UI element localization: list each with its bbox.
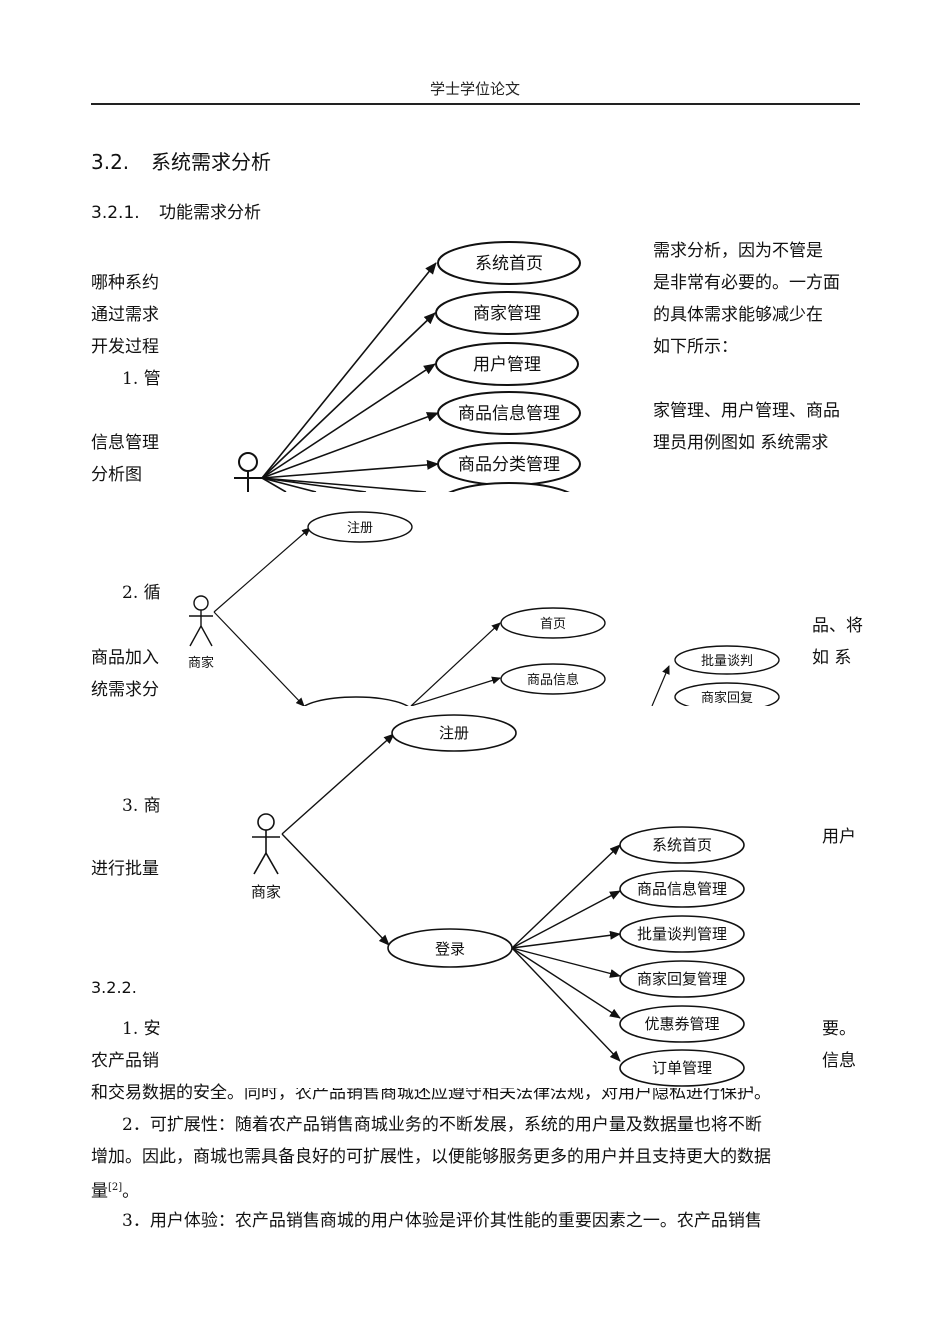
header-rule	[91, 103, 860, 105]
use-case-oval	[619, 826, 745, 864]
body-text: 要。	[822, 1019, 856, 1039]
body-text: 家管理、用户管理、商品	[653, 401, 840, 421]
list-item-label: 1. 安	[122, 1019, 161, 1039]
use-case-label: 批量谈判	[701, 654, 753, 669]
list-item-label: 2. 循	[122, 583, 161, 603]
section-title: 系统需求分析	[151, 150, 271, 174]
body-text: 商品加入	[91, 648, 159, 668]
admin-use-case-diagram: 系统首页 商家管理 用户管理 商品信息管理 商品分类管理	[226, 236, 600, 492]
use-case-label: 用户管理	[473, 355, 541, 375]
register-label: 注册	[439, 724, 469, 742]
use-case-oval	[674, 682, 780, 706]
body-text: 农产品销	[91, 1051, 159, 1071]
actor-figure	[189, 595, 213, 647]
section-heading: 3.2. 系统需求分析	[91, 146, 271, 175]
body-text: 理员用例图如 系统需求	[653, 433, 829, 453]
use-case-label: 系统首页	[652, 836, 712, 854]
body-text: 增加。因此，商城也需具备良好的可扩展性，以便能够服务更多的用户并且支持更大的数据	[91, 1147, 771, 1167]
body-text: 2．可扩展性：随着农产品销售商城业务的不断发展，系统的用户量及数据量也将不断	[122, 1115, 762, 1135]
body-text: 开发过程	[91, 337, 159, 357]
use-case-oval	[435, 291, 579, 335]
use-case-oval	[619, 870, 745, 908]
use-case-label: 商品分类管理	[458, 455, 560, 475]
use-case-oval	[619, 915, 745, 953]
body-text: 分析图	[91, 465, 142, 485]
body-text: 的具体需求能够减少在	[653, 305, 823, 325]
login-label: 登录	[435, 940, 465, 958]
use-case-label: 商品信息管理	[458, 404, 560, 424]
subsection2-number: 3.2.2.	[91, 978, 137, 997]
citation-ref: [2]	[108, 1182, 123, 1193]
register-oval	[307, 511, 413, 543]
body-text: 是非常有必要的。一方面	[653, 273, 840, 293]
merchant-use-case-diagram: 商家 注册 登录 系统首页 商品信息管理 批量	[240, 706, 750, 1088]
subsection-heading: 3.2.1. 功能需求分析	[91, 198, 261, 223]
register-label: 注册	[347, 521, 373, 536]
body-text: 。	[122, 1181, 140, 1202]
body-text: 进行批量	[91, 859, 159, 879]
use-case-label: 商家回复	[701, 690, 753, 706]
merchant-use-case-diagram-small: 商家 注册 首页 商品信息 批量谈判 商家回复	[176, 506, 790, 706]
use-case-oval	[500, 607, 606, 639]
use-case-label: 商家回复管理	[637, 970, 727, 988]
body-text: 信息管理	[91, 433, 159, 453]
use-case-oval	[500, 663, 606, 695]
body-text: 需求分析，因为不管是	[653, 241, 823, 261]
subsection-title: 功能需求分析	[159, 203, 261, 223]
body-text: 量[2]。	[91, 1177, 139, 1203]
use-case-oval	[437, 241, 581, 285]
use-case-oval	[437, 391, 581, 435]
use-case-label: 批量谈判管理	[637, 925, 727, 943]
use-case-label: 订单管理	[652, 1059, 712, 1077]
use-case-label: 商家管理	[473, 304, 541, 324]
actor-figure	[252, 813, 280, 875]
list-item-label: 3. 商	[122, 796, 161, 816]
section-number: 3.2.	[91, 150, 130, 174]
body-text: 量	[91, 1181, 108, 1202]
list-item-label: 1. 管	[122, 369, 161, 389]
use-case-oval	[674, 645, 780, 675]
body-text: 哪种系约	[91, 273, 159, 293]
body-text: 用户	[822, 827, 856, 847]
body-text: 和交易数据的安全。同时，农产品销售商城还应遵守相关法律法规，对用户隐私进行保护。	[91, 1083, 771, 1103]
use-case-label: 首页	[540, 617, 566, 632]
use-case-label: 系统首页	[475, 254, 543, 274]
body-text: 如下所示：	[653, 337, 738, 357]
use-case-oval	[619, 1005, 745, 1043]
actor-label: 商家	[251, 883, 281, 901]
body-text: 统需求分	[91, 680, 159, 700]
body-text: 品、将	[812, 616, 863, 636]
use-case-oval	[619, 1049, 745, 1087]
use-case-oval	[448, 482, 570, 492]
body-text: 3．用户体验：农产品销售商城的用户体验是评价其性能的重要因素之一。农产品销售	[122, 1211, 762, 1231]
use-case-label: 商品信息管理	[637, 880, 727, 898]
body-text: 通过需求	[91, 305, 159, 325]
use-case-oval	[435, 342, 579, 386]
use-case-label: 优惠券管理	[644, 1015, 719, 1033]
use-case-oval	[619, 960, 745, 998]
login-oval	[387, 928, 513, 968]
page-header: 学士学位论文	[429, 80, 520, 98]
body-text: 如 系	[812, 648, 852, 668]
actor-label: 商家	[188, 655, 214, 671]
body-text: 信息	[822, 1051, 856, 1071]
subsection-number: 3.2.1.	[91, 203, 140, 223]
use-case-label: 商品信息	[527, 672, 579, 688]
actor-figure	[234, 452, 262, 492]
login-oval	[303, 696, 409, 706]
register-oval	[391, 714, 517, 752]
